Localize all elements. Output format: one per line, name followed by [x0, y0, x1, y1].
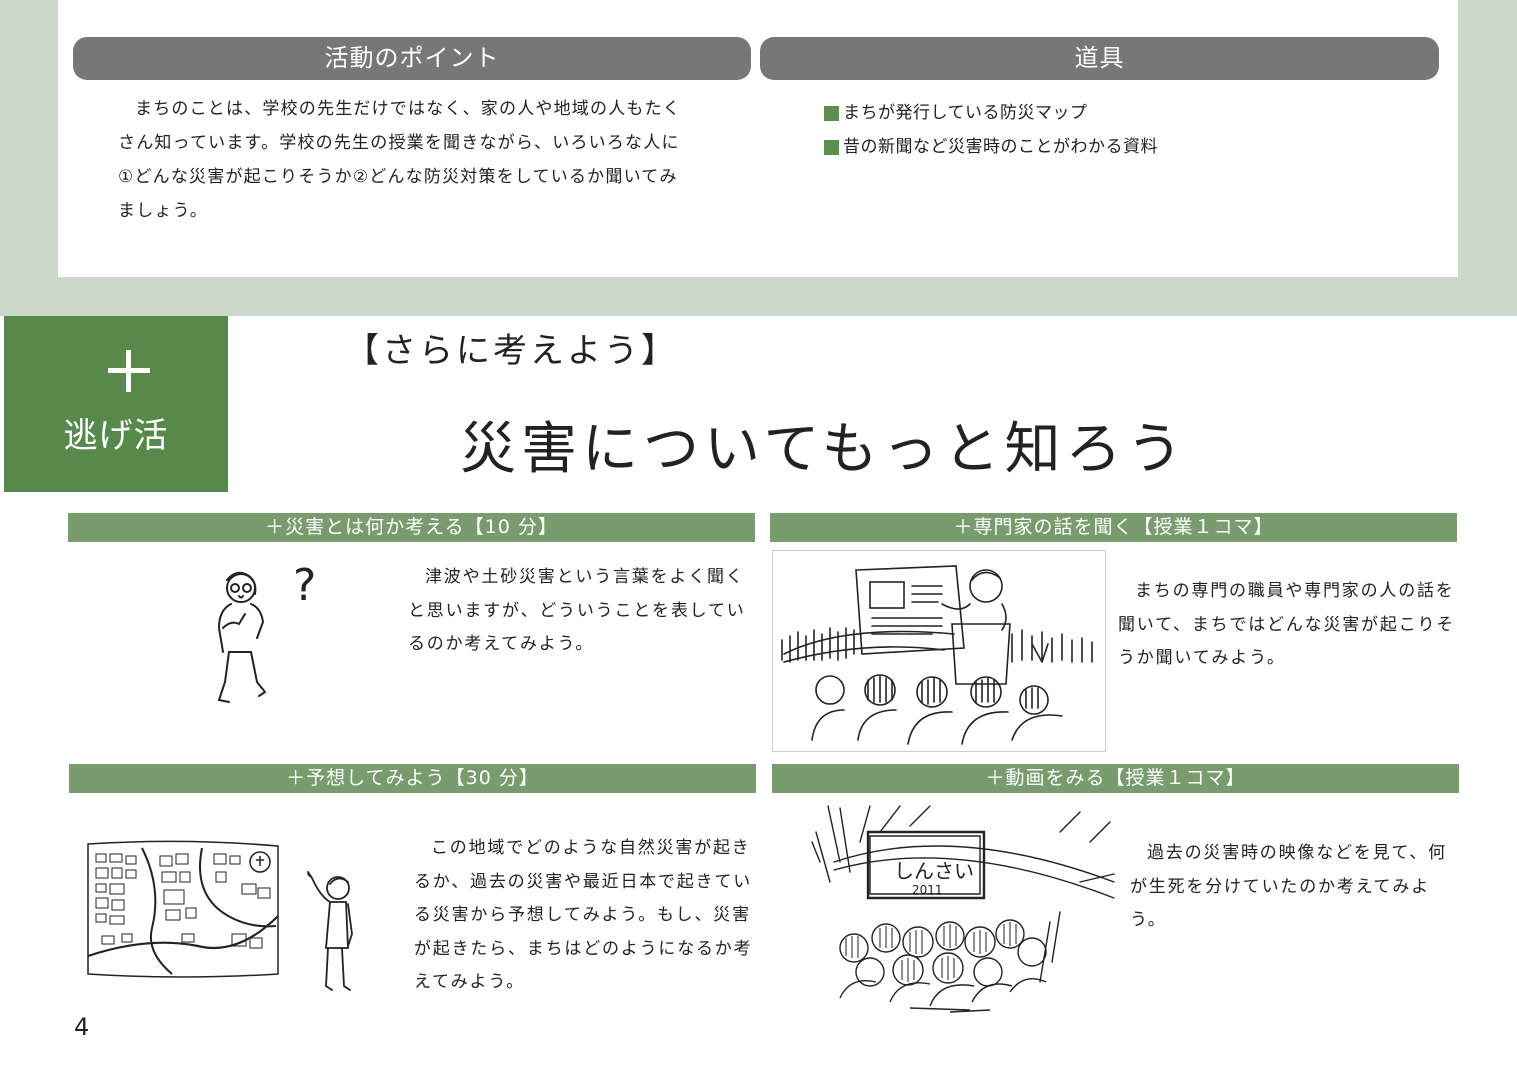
card-heading-video: ＋動画をみる【授業１コマ】 — [772, 764, 1459, 793]
tools-list: まちが発行している防災マップ 昔の新聞など災害時のことがわかる資料 — [824, 96, 1158, 164]
plus-icon — [108, 350, 150, 392]
video-screening-illustration: しんさい 2011 — [811, 805, 1115, 1013]
section-subtitle: 【さらに考えよう】 — [345, 331, 678, 371]
square-bullet-icon — [824, 139, 839, 155]
tool-item-label: 昔の新聞など災害時のことがわかる資料 — [843, 137, 1158, 157]
tool-item: 昔の新聞など災害時のことがわかる資料 — [824, 130, 1158, 164]
card-heading-disaster: ＋災害とは何か考える【10 分】 — [68, 513, 755, 542]
hazard-map-illustration — [87, 840, 279, 978]
card-heading-predict: ＋予想してみよう【30 分】 — [69, 764, 756, 793]
lecture-illustration — [772, 550, 1106, 752]
badge-label: 逃げ活 — [63, 416, 169, 456]
tool-item-label: まちが発行している防災マップ — [843, 103, 1088, 123]
activity-text: まちのことは、学校の先生だけではなく、家の人や地域の人もたくさん知っています。学… — [118, 99, 681, 221]
card-heading-expert: ＋専門家の話を聞く【授業１コマ】 — [770, 513, 1457, 542]
pointing-person-illustration — [307, 871, 353, 991]
card-text-expert: まちの専門の職員や専門家の人の話を聞いて、まちではどんな災害が起こりそうか聞いて… — [1118, 581, 1456, 668]
card-text-disaster: 津波や土砂災害という言葉をよく聞くと思いますが、どういうことを表しているのか考え… — [408, 567, 746, 654]
screen-title: しんさい — [894, 859, 974, 883]
activity-heading: 活動のポイント — [73, 37, 751, 80]
page-number: 4 — [74, 1013, 90, 1041]
card-text-video: 過去の災害時の映像などを見て、何が生死を分けていたのか考えてみよう。 — [1130, 843, 1447, 930]
tools-heading: 道具 — [760, 37, 1439, 80]
nigekatsu-badge: 逃げ活 — [4, 316, 228, 492]
screen-year: 2011 — [912, 883, 943, 897]
tool-item: まちが発行している防災マップ — [824, 96, 1158, 130]
section-title: 災害についてもっと知ろう — [460, 417, 1188, 482]
card-text-predict: この地域でどのような自然災害が起きるか、過去の災害や最近日本で起きている災害から… — [414, 838, 753, 992]
question-mark: ? — [293, 560, 316, 611]
square-bullet-icon — [824, 105, 839, 121]
thinking-person-illustration: ? — [217, 560, 316, 703]
